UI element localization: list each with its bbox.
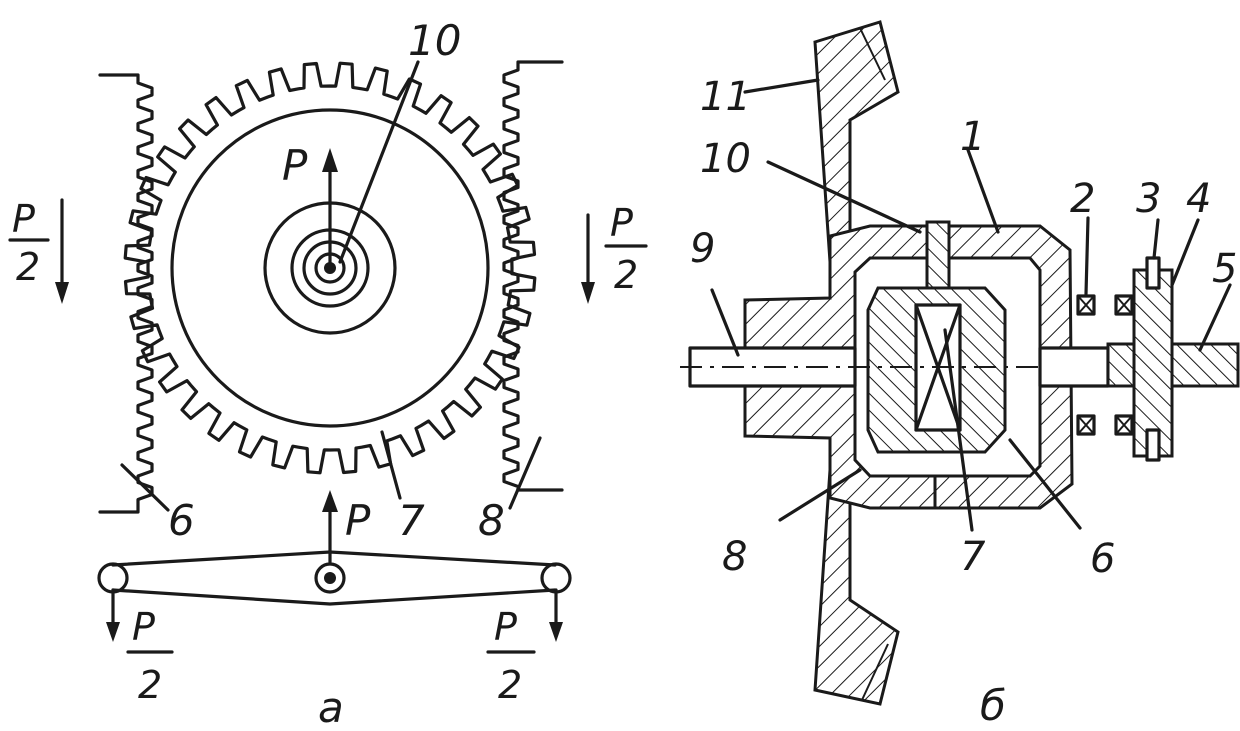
rack-left [98, 73, 154, 514]
label-1: 1 [960, 114, 985, 160]
label-3: 3 [1136, 176, 1161, 222]
caption-b: б [980, 681, 1006, 726]
lever-half-right-num: P [494, 605, 517, 649]
label-7-a: 7 [398, 496, 425, 545]
svg-text:P: P [12, 197, 35, 241]
label-10-a: 10 [408, 16, 461, 65]
label-9: 9 [690, 226, 715, 272]
label-6-a: 6 [168, 496, 195, 545]
figure-b: 11 10 1 2 3 4 5 9 8 7 6 б [680, 20, 1240, 730]
force-label-lever: P [345, 496, 371, 545]
label-5: 5 [1212, 246, 1237, 292]
lever-half-left-den: 2 [138, 663, 162, 707]
label-7-b: 7 [960, 534, 986, 580]
label-8-b: 8 [722, 534, 747, 580]
pin-3 [1145, 256, 1161, 290]
force-label-top: P [282, 141, 308, 190]
label-10-b: 10 [700, 136, 751, 182]
pin-10 [925, 220, 951, 294]
figure-a: P 10 P 2 P 2 6 7 8 [8, 16, 648, 731]
lever: P P 2 P 2 [97, 490, 572, 707]
svg-text:2: 2 [16, 245, 40, 289]
label-11: 11 [700, 74, 751, 120]
leader-10 [338, 60, 420, 264]
svg-text:P: P [610, 201, 633, 245]
collar-4 [1132, 268, 1174, 458]
lever-half-right-den: 2 [498, 663, 522, 707]
svg-text:2: 2 [614, 253, 638, 297]
label-4: 4 [1186, 176, 1211, 222]
caption-a: а [318, 683, 344, 726]
lever-half-left-num: P [132, 605, 155, 649]
label-8-a: 8 [478, 496, 505, 545]
label-2: 2 [1070, 176, 1095, 222]
rack-right [502, 60, 564, 492]
half-force-right: P 2 [581, 201, 648, 304]
label-6-b: 6 [1090, 536, 1115, 582]
half-force-left: P 2 [8, 197, 69, 304]
